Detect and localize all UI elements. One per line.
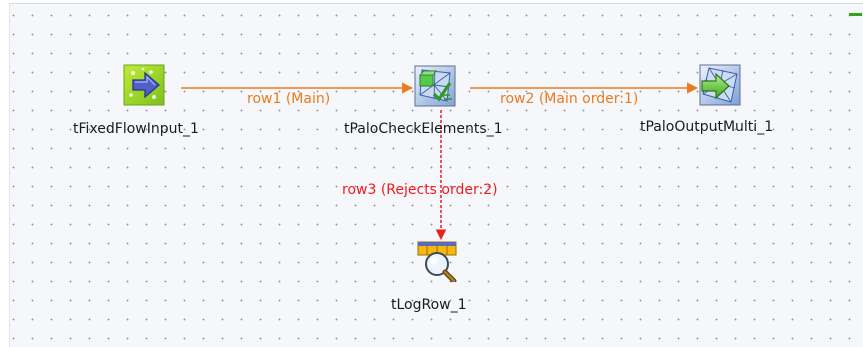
- connection-row3-label[interactable]: row3 (Rejects order:2): [342, 182, 498, 198]
- component-label-palo-check-elements[interactable]: tPaloCheckElements_1: [344, 121, 503, 137]
- canvas-left-margin: [0, 0, 10, 347]
- palo-output-icon: [699, 64, 741, 106]
- fixed-flow-input-component[interactable]: [123, 64, 165, 106]
- log-row-magnifier-icon: [417, 241, 457, 284]
- component-label-palo-output-multi[interactable]: tPaloOutputMulti_1: [640, 119, 774, 135]
- log-row-component[interactable]: [417, 240, 459, 284]
- palo-output-multi-component[interactable]: [699, 64, 741, 106]
- palo-check-elements-component[interactable]: [414, 65, 456, 107]
- connection-row2-label[interactable]: row2 (Main order:1): [500, 91, 639, 107]
- palo-check-elements-icon: [414, 65, 456, 107]
- arrow-right-icon: [123, 64, 165, 106]
- component-label-fixed-flow-input[interactable]: tFixedFlowInput_1: [73, 121, 199, 137]
- connection-row1-label[interactable]: row1 (Main): [247, 91, 331, 107]
- canvas-corner-indicator: [849, 13, 862, 16]
- component-label-log-row[interactable]: tLogRow_1: [391, 297, 467, 313]
- canvas-top-border: [9, 0, 863, 4]
